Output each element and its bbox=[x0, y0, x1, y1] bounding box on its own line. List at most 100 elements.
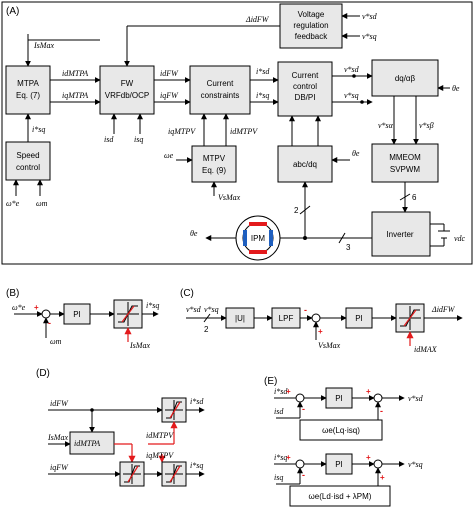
vsq-ref-vr-label: v*sq bbox=[362, 32, 377, 41]
ipm-magnet-top bbox=[249, 222, 267, 226]
e-omega-lq-block bbox=[299, 419, 383, 441]
iq-mtpa-label: iqMTPA bbox=[62, 91, 88, 100]
e-pi-q-label: PI bbox=[335, 460, 343, 469]
current-control-block bbox=[277, 61, 333, 117]
fw-label-2: VRFdb/OCP bbox=[105, 91, 149, 100]
voltage-reg-label-2: regulation bbox=[293, 21, 328, 30]
isq-fw-label: isq bbox=[134, 135, 143, 144]
d-isd-ref-label: i*sd bbox=[190, 397, 204, 406]
section-label-a: (A) bbox=[6, 6, 19, 17]
d-isq-ref-label: i*sq bbox=[190, 461, 203, 470]
svg-text:+: + bbox=[318, 327, 323, 336]
iq-mtpv-label: iqMTPV bbox=[168, 127, 196, 136]
fw-label-1: FW bbox=[121, 79, 134, 88]
omega-m-label: ωm bbox=[36, 199, 48, 208]
wire-6-label: 6 bbox=[412, 193, 417, 202]
d-iq-fw-label: iqFW bbox=[50, 463, 69, 472]
speed-control-label-1: Speed bbox=[16, 151, 39, 160]
e-isq-label: isq bbox=[274, 473, 283, 482]
b-omega-e-ref-label: ω*e bbox=[12, 303, 26, 312]
abc-dq-label: abc/dq bbox=[293, 160, 317, 169]
id-mtpa-label: idMTPA bbox=[62, 69, 88, 78]
dq-alphabeta-block bbox=[371, 59, 439, 97]
b-ismax-label: IsMax bbox=[129, 341, 150, 350]
vsa-ref-label: v*sα bbox=[378, 121, 394, 130]
svg-text:-: - bbox=[304, 305, 307, 315]
svg-text:+: + bbox=[286, 387, 291, 396]
svg-text:+: + bbox=[366, 387, 371, 396]
svg-text:-: - bbox=[302, 404, 305, 414]
c-abs-label: |U| bbox=[235, 314, 245, 323]
wire-3-label: 3 bbox=[346, 243, 351, 252]
b-isq-ref-label: i*sq bbox=[146, 301, 159, 310]
theta-e-abcdq-label: θe bbox=[352, 149, 360, 158]
iq-fw-label: iqFW bbox=[160, 91, 179, 100]
e-sum-d2 bbox=[373, 393, 383, 403]
omega-e-mtpv-label: ωe bbox=[164, 151, 174, 160]
c-wire-2-label: 2 bbox=[204, 325, 209, 334]
e-sum-q2 bbox=[373, 459, 383, 469]
d-id-mtpv-label: idMTPV bbox=[146, 431, 174, 440]
svg-text:-: - bbox=[380, 406, 383, 416]
voltage-reg-label-3: feedback bbox=[295, 32, 328, 41]
c-vsmax-label: VsMax bbox=[318, 341, 341, 350]
ipm-magnet-bottom bbox=[249, 250, 267, 254]
current-control-label-2: control bbox=[293, 82, 317, 91]
vsd-ref-label: v*sd bbox=[344, 65, 360, 74]
fw-block bbox=[99, 65, 155, 115]
c-id-max-label: idMAX bbox=[414, 345, 438, 354]
vsb-ref-label: v*sβ bbox=[419, 121, 434, 130]
voltage-reg-label-1: Voltage bbox=[298, 10, 325, 19]
e-isq-ref-label: i*sq bbox=[274, 453, 287, 462]
isd-ref-label: i*sd bbox=[256, 67, 270, 76]
b-sum-junction bbox=[41, 309, 51, 319]
speed-control-label-2: control bbox=[16, 163, 40, 172]
ipm-magnet-left bbox=[243, 230, 247, 246]
theta-e-dqab-label: θe bbox=[452, 84, 460, 93]
section-label-d: (D) bbox=[36, 368, 50, 379]
mmeom-label-2: SVPWM bbox=[390, 165, 421, 174]
vsq-ref-label: v*sq bbox=[344, 91, 359, 100]
e-vsd-ref-label: v*sd bbox=[408, 394, 424, 403]
panel-a-frame bbox=[1, 1, 473, 265]
d-iq-mtpv-label: iqMTPV bbox=[146, 451, 174, 460]
dq-alphabeta-label: dq/αβ bbox=[395, 74, 416, 83]
e-isd-label: isd bbox=[274, 407, 284, 416]
svg-text:-: - bbox=[48, 318, 51, 328]
theta-e-motor-label: θe bbox=[190, 229, 198, 238]
e-omega-ld-label: ωe(Ld·isd + λPM) bbox=[309, 492, 372, 501]
e-isd-ref-label: i*sd bbox=[274, 387, 288, 396]
inverter-block bbox=[371, 211, 431, 257]
section-label-e: (E) bbox=[264, 376, 277, 387]
mtpv-label-2: Eq. (9) bbox=[202, 166, 226, 175]
e-sum-d1 bbox=[295, 393, 305, 403]
vdc-label: vdc bbox=[454, 234, 466, 243]
voltage-regulation-block bbox=[279, 3, 343, 49]
ipm-label: IPM bbox=[251, 234, 266, 243]
id-mtpv-label: idMTPV bbox=[230, 127, 258, 136]
section-label-c: (C) bbox=[180, 288, 194, 299]
abc-dq-block bbox=[277, 145, 333, 183]
c-lpf-label: LPF bbox=[279, 314, 294, 323]
d-mtpa-label: idMTPA bbox=[74, 439, 100, 448]
mmeom-block bbox=[371, 143, 439, 183]
e-omega-ld-block bbox=[289, 485, 391, 507]
c-sum-junction bbox=[311, 313, 321, 323]
svg-text:+: + bbox=[380, 473, 385, 482]
wire-2-label: 2 bbox=[294, 206, 299, 215]
e-omega-lq-label: ωe(Lq·isq) bbox=[322, 426, 360, 435]
mtpa-block bbox=[5, 65, 51, 115]
current-control-label-1: Current bbox=[292, 71, 319, 80]
c-delta-id-fw-label: ΔidFW bbox=[431, 305, 456, 314]
id-fw-label: idFW bbox=[160, 69, 179, 78]
omega-e-ref-label: ω*e bbox=[6, 199, 20, 208]
inverter-label: Inverter bbox=[386, 230, 413, 239]
speed-control-block bbox=[5, 141, 51, 181]
mtpv-block bbox=[191, 145, 237, 183]
isq-ref-label: i*sq bbox=[256, 91, 269, 100]
delta-id-fw-label: ΔidFW bbox=[245, 15, 270, 24]
mtpa-label-1: MTPA bbox=[17, 79, 39, 88]
b-pi-label: PI bbox=[73, 310, 81, 319]
isq-ref-speed-label: i*sq bbox=[32, 125, 45, 134]
